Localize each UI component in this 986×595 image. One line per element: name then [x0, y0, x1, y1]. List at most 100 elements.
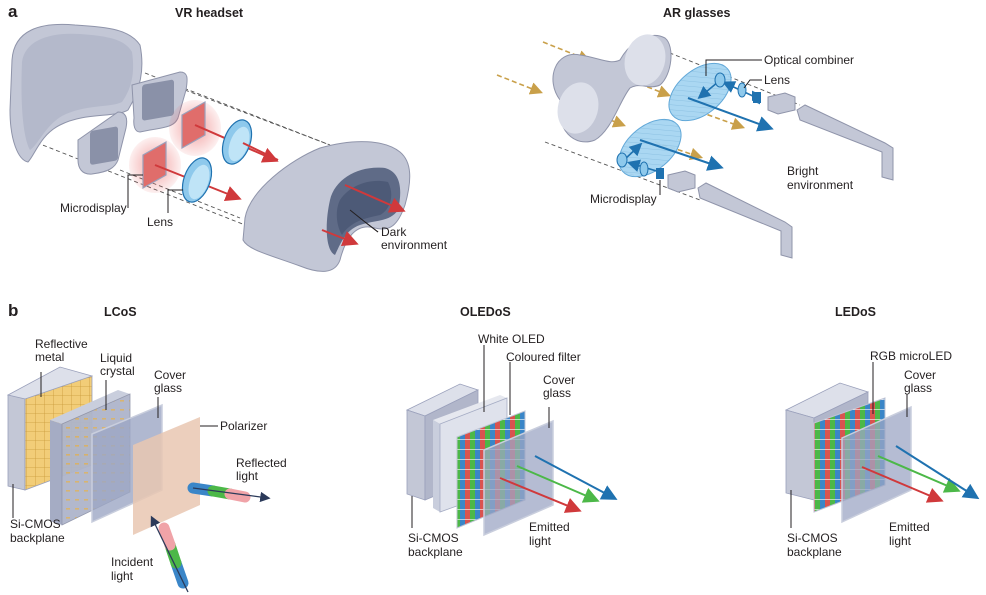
ledos-emitted-green [877, 455, 961, 493]
vr-microdisplay-top [181, 100, 206, 150]
ar-lens-bottom [639, 161, 649, 177]
guide-line [144, 72, 331, 146]
lens-highlight [188, 164, 210, 200]
vr-face-cushion-inner [21, 33, 134, 150]
ledos-rgb-microled-label: RGB microLED [870, 349, 952, 363]
oledos-cover-glass-label-1: Cover [543, 373, 575, 387]
ar-temple-right [796, 104, 894, 181]
ar-prism-bottom [616, 152, 628, 168]
lcos-liquid-crystal-side [50, 420, 62, 525]
lcos-reflected-light-label-2: light [236, 469, 259, 483]
oledos-emitted-light-label-2: light [529, 534, 552, 548]
guide-line [184, 89, 331, 146]
lcos-incident-light [150, 515, 189, 593]
vr-light-ray [242, 142, 279, 161]
ledos-backplane-label-2: backplane [787, 545, 842, 559]
ledos-emitted-blue [895, 445, 980, 500]
oledos-emitted-blue [534, 455, 618, 500]
leader-line [364, 221, 379, 233]
oledos-diagram: OLEDoS White OLED Coloured filter Cover … [405, 305, 618, 559]
reflected-red [224, 488, 251, 503]
ar-microdisplay-top-chip [753, 92, 761, 103]
lcos-reflective-metal-label-1: Reflective [35, 337, 88, 351]
lcos-cover-glass-label-1: Cover [154, 368, 186, 382]
ar-lens-top [737, 82, 747, 98]
ledos-emitted-light-label-1: Emitted [889, 520, 930, 534]
oledos-emitted-green [516, 465, 600, 503]
vr-screen-left [90, 126, 118, 165]
lcos-reflected-light [187, 482, 271, 503]
lcos-backplane-label-1: Si-CMOS [10, 517, 61, 531]
oledos-emitted-red [499, 477, 582, 513]
oledos-backplane-label-1: Si-CMOS [408, 531, 459, 545]
incident-red [158, 522, 176, 551]
ar-glasses-lens-right [624, 34, 666, 86]
ar-prism-top [714, 72, 726, 88]
oledos-backplane-side [406, 409, 426, 501]
ar-glasses-diagram: AR glasses [496, 6, 894, 259]
vr-dark-interior-inner [336, 180, 392, 235]
ledos-diagram: LEDoS RGB microLED Cover glass Emitted l… [784, 305, 980, 559]
lcos-cover-glass-label-2: glass [154, 381, 182, 395]
ar-output-ray [639, 139, 724, 171]
lcos-title: LCoS [104, 305, 137, 319]
vr-microdisplay-label: Microdisplay [60, 201, 127, 215]
leader-line [167, 189, 183, 213]
ledos-cover-glass-label-2: glass [904, 381, 932, 395]
lcos-incident-light-label-2: light [111, 569, 134, 583]
reflected-light-arrow [192, 487, 271, 503]
vr-headset-title: VR headset [175, 6, 244, 20]
incident-light-arrow [150, 515, 189, 593]
ledos-cover-glass [841, 405, 912, 524]
oledos-white-oled-top [433, 395, 507, 424]
lens-highlight [228, 126, 250, 162]
panel-b-letter: b [8, 301, 18, 320]
ar-glasses-lens-left [557, 82, 599, 134]
vr-dark-environment-label-1: Dark [381, 225, 407, 239]
ledos-title: LEDoS [835, 305, 876, 319]
leader-line [743, 79, 762, 89]
vr-screen-right [142, 79, 174, 121]
ar-glasses-title: AR glasses [663, 6, 730, 20]
ar-lens-label: Lens [764, 73, 790, 87]
ledos-emitted-red [861, 466, 944, 503]
oledos-title: OLEDoS [460, 305, 511, 319]
vr-dark-environment-label-2: environment [381, 238, 448, 252]
ar-temple-left [697, 182, 793, 259]
lcos-reflective-metal-label-2: metal [35, 350, 64, 364]
ar-optical-combiner-label: Optical combiner [764, 53, 854, 67]
vr-microdisplay-bottom [142, 140, 167, 190]
lcos-reflected-light-label-1: Reflected [236, 456, 287, 470]
ledos-emitted-light-label-2: light [889, 534, 912, 548]
vr-light-ray [321, 229, 359, 247]
vr-headset-diagram: VR headset Mic [9, 6, 448, 272]
vr-light-ray [344, 184, 406, 213]
ar-microdisplay-bottom [656, 168, 664, 179]
lcos-liquid-crystal-label-2: crystal [100, 364, 135, 378]
oledos-backplane-label-2: backplane [408, 545, 463, 559]
ledos-backplane-side [785, 409, 815, 501]
ar-microdisplay-label: Microdisplay [590, 192, 657, 206]
panel-a-letter: a [8, 2, 18, 21]
lcos-backplane-label-2: backplane [10, 531, 65, 545]
lcos-polarizer-label: Polarizer [220, 419, 267, 433]
leader-line [705, 59, 762, 76]
leader-line [127, 174, 143, 208]
ar-bright-environment-label-1: Bright [787, 164, 819, 178]
oledos-white-oled-side [433, 420, 440, 512]
oledos-cover-glass [483, 419, 554, 537]
lcos-liquid-crystal-label-1: Liquid [100, 351, 132, 365]
oledos-emitted-light-label-1: Emitted [529, 520, 570, 534]
oledos-coloured-filter-label: Coloured filter [506, 350, 581, 364]
ledos-cover-glass-label-1: Cover [904, 368, 936, 382]
lcos-backplane-side [7, 394, 26, 491]
vr-lens-label: Lens [147, 215, 173, 229]
ar-electronics-box-top [767, 92, 796, 115]
ledos-backplane-label-1: Si-CMOS [787, 531, 838, 545]
ar-electronics-box-bottom [667, 170, 696, 193]
oledos-cover-glass-label-2: glass [543, 386, 571, 400]
ar-output-ray [687, 97, 774, 132]
ar-display-ray [697, 81, 719, 100]
lcos-polarizer [133, 417, 200, 535]
